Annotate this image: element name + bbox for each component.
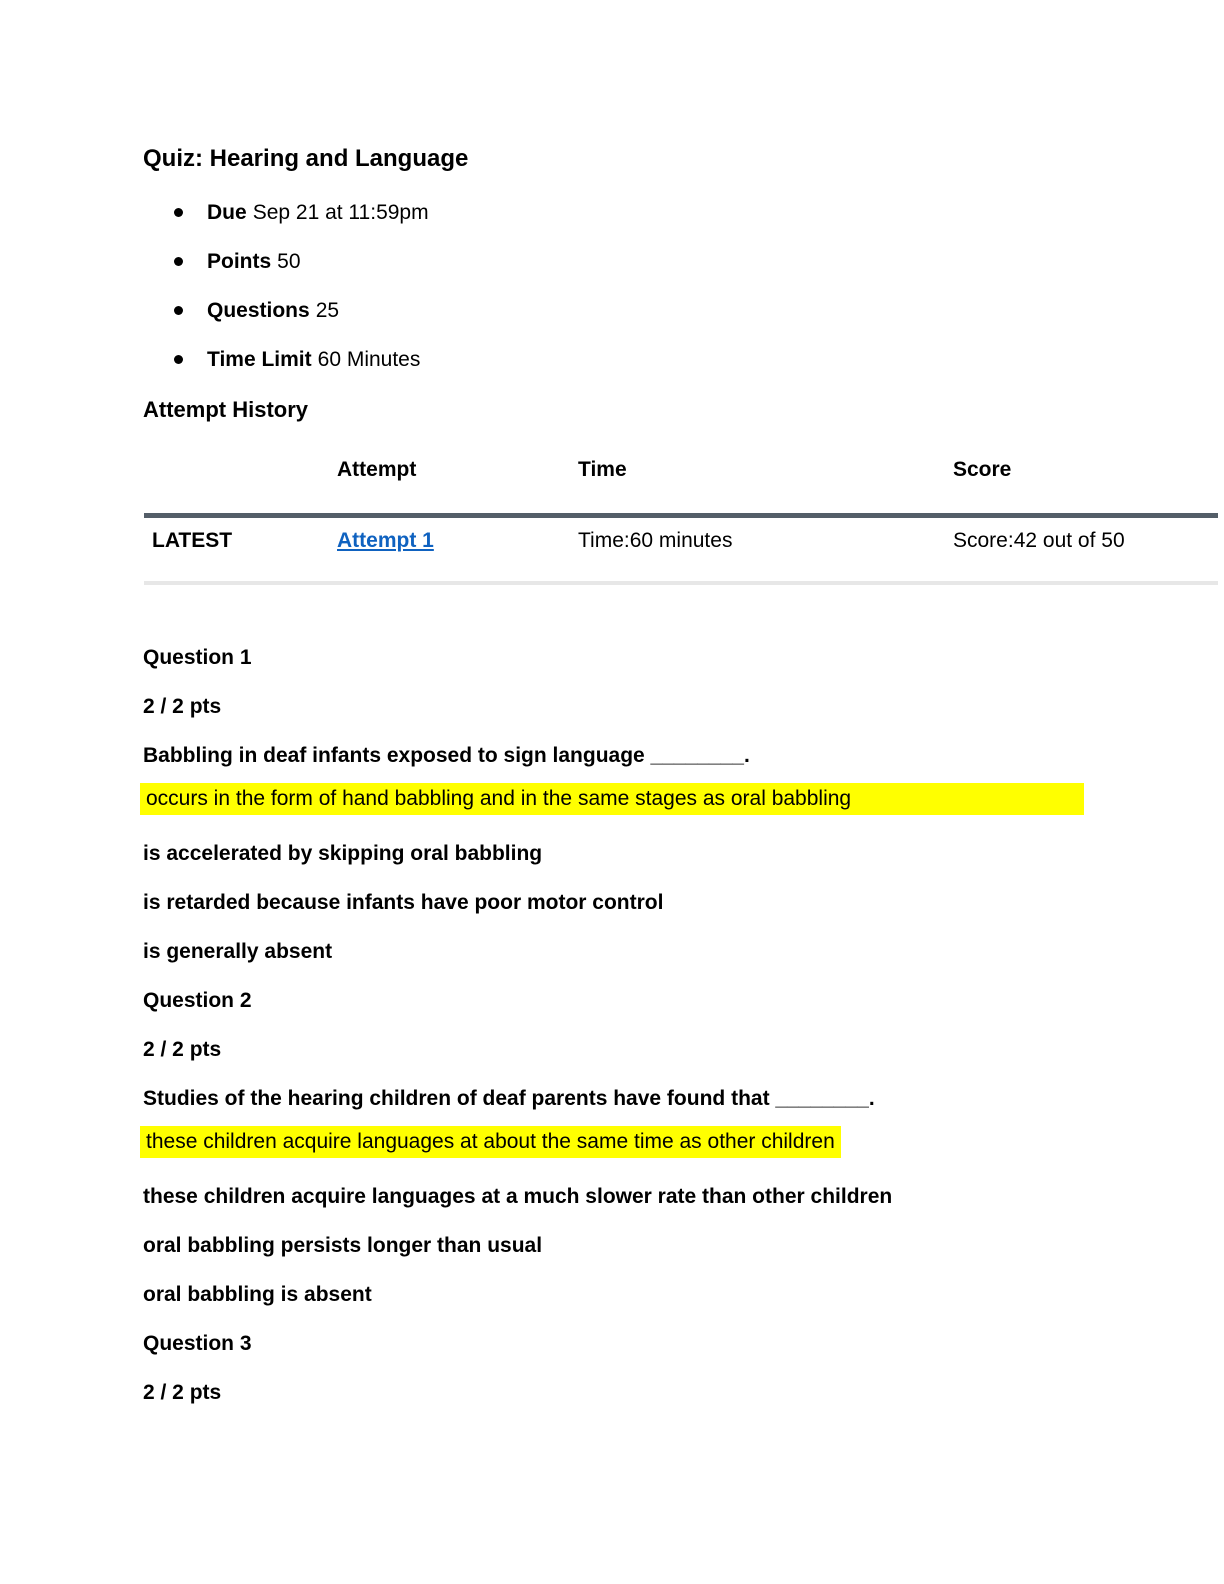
attempt-score-cell: Score:42 out of 50 (953, 529, 1125, 552)
question-prompt: Babbling in deaf infants exposed to sign… (143, 744, 750, 767)
question-points: 2 / 2 pts (143, 695, 222, 718)
meta-label: Due (207, 201, 247, 224)
table-header-score: Score (953, 458, 1012, 481)
meta-label: Points (207, 250, 272, 273)
question-prompt: Studies of the hearing children of deaf … (143, 1087, 875, 1110)
question-points: 2 / 2 pts (143, 1038, 222, 1061)
answer-option: is retarded because infants have poor mo… (143, 891, 664, 914)
meta-value: Sep 21 at 11:59pm (252, 201, 429, 224)
page-title: Quiz: Hearing and Language (143, 145, 469, 172)
question-title: Question 2 (143, 989, 252, 1012)
question-title: Question 1 (143, 646, 252, 669)
table-bottom-border (144, 581, 1218, 585)
answer-option: oral babbling is absent (143, 1283, 372, 1306)
question-points: 2 / 2 pts (143, 1381, 222, 1404)
attempt-time-cell: Time:60 minutes (578, 529, 733, 552)
answer-option-highlighted: occurs in the form of hand babbling and … (140, 783, 1084, 815)
answer-option: oral babbling persists longer than usual (143, 1234, 543, 1257)
meta-label: Questions (207, 299, 310, 322)
attempt-link[interactable]: Attempt 1 (337, 529, 434, 552)
answer-option: these children acquire languages at a mu… (143, 1185, 893, 1208)
meta-value: 50 (277, 250, 301, 273)
answer-option: is generally absent (143, 940, 333, 963)
attempt-history-heading: Attempt History (143, 397, 309, 422)
meta-label: Time Limit (207, 348, 312, 371)
bullet-icon (174, 257, 183, 266)
answer-option-highlighted: these children acquire languages at abou… (140, 1126, 841, 1158)
table-header-time: Time (578, 458, 627, 481)
question-title: Question 3 (143, 1332, 252, 1355)
table-top-border (144, 513, 1218, 518)
bullet-icon (174, 355, 183, 364)
bullet-icon (174, 306, 183, 315)
attempt-status-label: LATEST (152, 529, 233, 552)
answer-option: is accelerated by skipping oral babbling (143, 842, 543, 865)
meta-value: 25 (315, 299, 340, 322)
meta-value: 60 Minutes (317, 348, 421, 371)
bullet-icon (174, 208, 183, 217)
table-header-attempt: Attempt (337, 458, 417, 481)
